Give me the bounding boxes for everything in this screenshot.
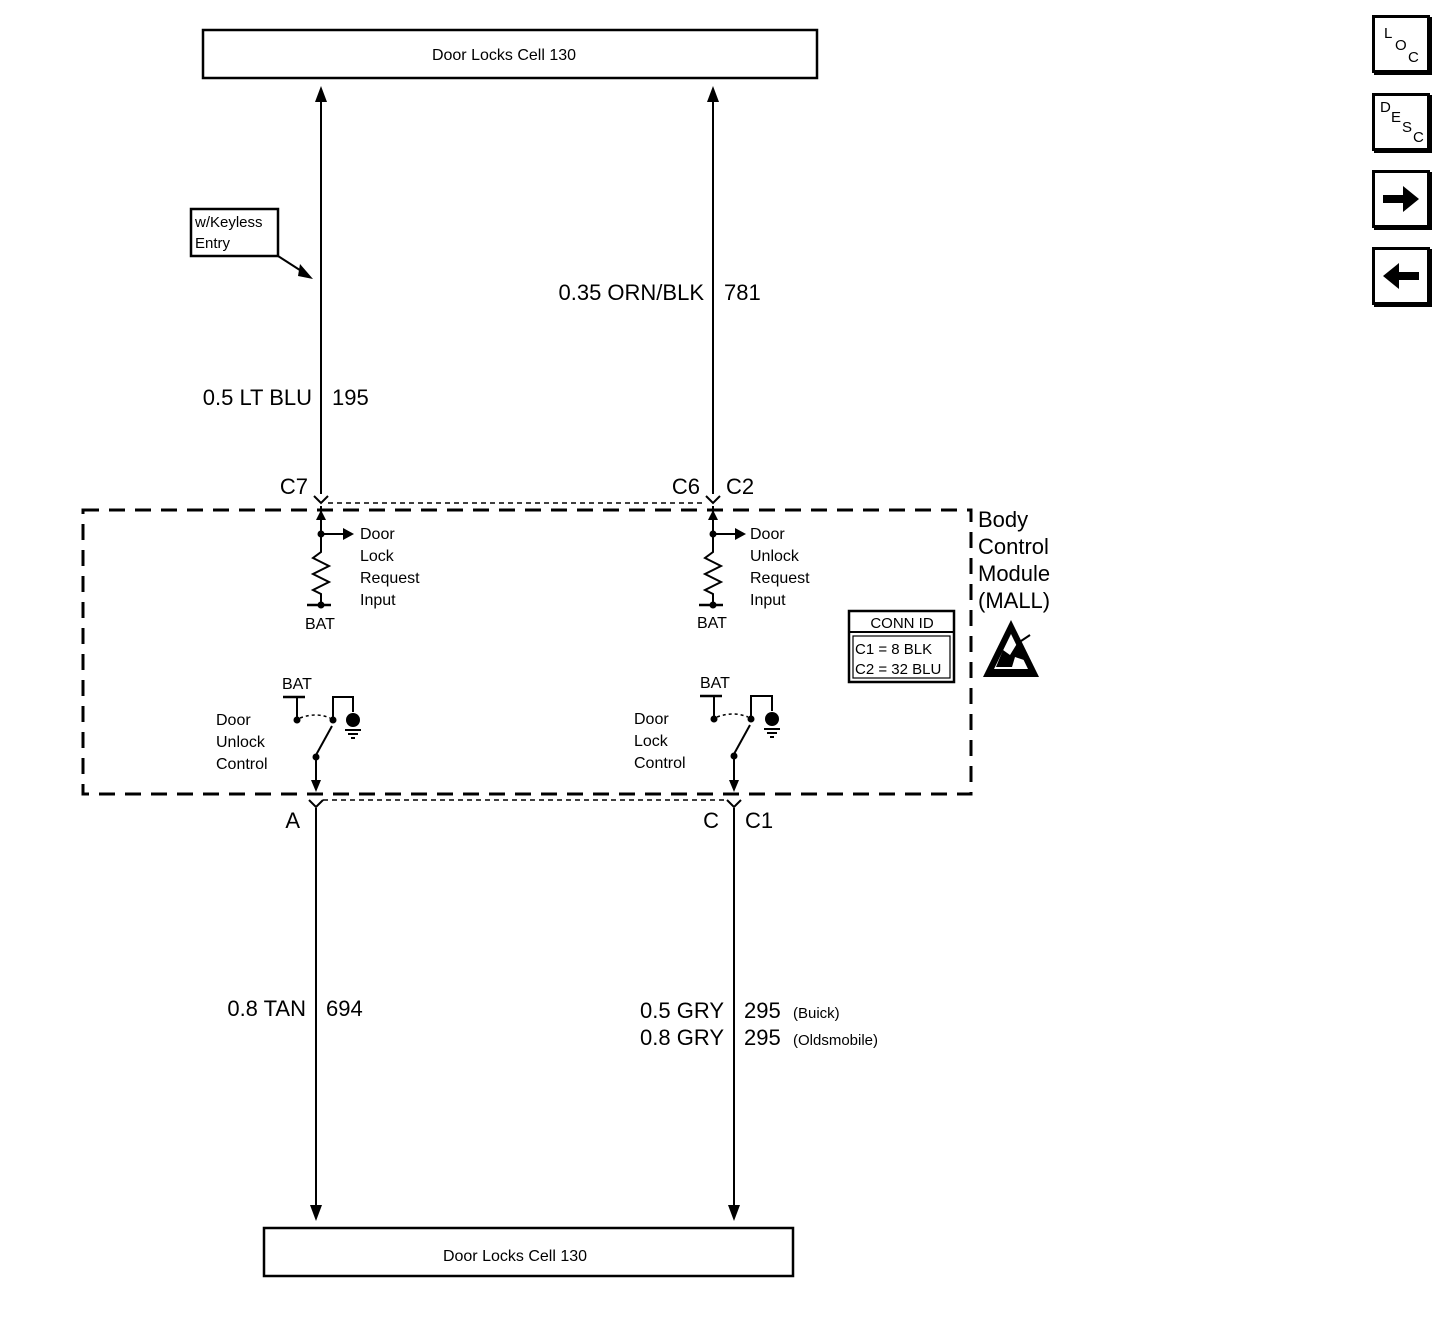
circuit-number: 694: [326, 996, 363, 1021]
circuit-number: 295: [744, 1025, 781, 1050]
unlock-control-label-1: Door: [216, 712, 251, 729]
gauge-color-label: 0.5 LT BLU: [203, 385, 312, 410]
loc-letter-c: C: [1408, 49, 1419, 66]
keyless-entry-note: w/Keyless Entry: [189, 207, 313, 279]
loc-letter-l: L: [1384, 25, 1393, 42]
lock-request-input: BAT Door Lock Request Input: [305, 506, 420, 633]
lock-input-label-2: Lock: [360, 548, 395, 565]
description-button[interactable]: D E S C: [1372, 93, 1430, 151]
unlock-control-label-3: Control: [216, 756, 268, 773]
wire-label-781: 0.35 ORN/BLK 781: [558, 280, 760, 305]
unlock-input-label-3: Request: [750, 570, 810, 587]
unlock-control-label-2: Unlock: [216, 734, 266, 751]
arrow-right-icon: [1383, 186, 1419, 212]
desc-letter-e: E: [1391, 109, 1402, 126]
door-unlock-control-switch: BAT Door Unlock Control: [216, 676, 361, 792]
arrow-left-icon: [1383, 263, 1419, 289]
lock-control-label-2: Lock: [634, 733, 669, 750]
arrow-up-icon: [707, 86, 719, 102]
pin-c1: C1: [745, 808, 773, 833]
wire-label-295-oldsmobile: 0.8 GRY 295 (Oldsmobile): [640, 1025, 878, 1050]
arrow-down-icon: [310, 1205, 322, 1221]
wire-781: [707, 86, 719, 494]
next-button[interactable]: [1372, 170, 1430, 228]
pointer-arrow-icon: [298, 264, 313, 279]
gauge-color-label: 0.5 GRY: [640, 998, 724, 1023]
module-boundary: [81, 508, 973, 796]
esd-warning-icon: [983, 620, 1039, 677]
footer-box[interactable]: Door Locks Cell 130: [262, 1226, 795, 1278]
unlock-input-label-1: Door: [750, 526, 785, 543]
wire-694: [310, 808, 322, 1221]
wire-295: [728, 808, 740, 1221]
conn-id-table: CONN ID C1 = 8 BLK C2 = 32 BLU: [847, 609, 956, 684]
module-label-line2: Control: [978, 534, 1049, 559]
arrow-down-icon: [728, 1205, 740, 1221]
wire-195: [315, 86, 327, 494]
loc-letter-o: O: [1395, 37, 1407, 54]
variant-note: (Oldsmobile): [793, 1032, 878, 1049]
module-label-line1: Body: [978, 507, 1028, 532]
conn-id-row1: C1 = 8 BLK: [855, 641, 932, 658]
previous-button[interactable]: [1372, 247, 1430, 305]
desc-letter-c: C: [1413, 129, 1424, 146]
resistor-icon: [702, 540, 724, 604]
lock-input-label-3: Request: [360, 570, 420, 587]
pin-a: A: [285, 808, 300, 833]
module-label-line3: Module: [978, 561, 1050, 586]
desc-letter-d: D: [1380, 99, 1391, 116]
desc-letter-s: S: [1402, 119, 1413, 136]
circuit-number: 781: [724, 280, 761, 305]
unlock-request-input: BAT Door Unlock Request Input: [697, 506, 810, 632]
pin-c: C: [703, 808, 719, 833]
module-label: Body Control Module (MALL): [978, 507, 1050, 613]
conn-id-row2: C2 = 32 BLU: [855, 661, 941, 678]
conn-id-title: CONN ID: [870, 615, 934, 632]
pin-c6: C6: [672, 474, 700, 499]
wire-label-694: 0.8 TAN 694: [227, 996, 362, 1021]
lock-input-label-4: Input: [360, 592, 396, 609]
variant-note: (Buick): [793, 1005, 840, 1022]
lock-input-label-1: Door: [360, 526, 395, 543]
header-box-label: Door Locks Cell 130: [432, 47, 576, 64]
gauge-color-label: 0.35 ORN/BLK: [558, 280, 704, 305]
pin-c7: C7: [280, 474, 308, 499]
circuit-number: 195: [332, 385, 369, 410]
lock-control-label-3: Control: [634, 755, 686, 772]
bat-label: BAT: [305, 616, 335, 633]
bat-label: BAT: [697, 615, 727, 632]
unlock-input-label-4: Input: [750, 592, 786, 609]
lock-control-label-1: Door: [634, 711, 669, 728]
keyless-note-line1: w/Keyless: [194, 214, 263, 231]
wire-label-195: 0.5 LT BLU 195: [203, 385, 369, 410]
location-button[interactable]: L O C: [1372, 15, 1430, 73]
wire-label-295-buick: 0.5 GRY 295 (Buick): [640, 998, 840, 1023]
door-lock-control-switch: BAT Door Lock Control: [634, 675, 780, 792]
header-box[interactable]: Door Locks Cell 130: [201, 28, 819, 80]
pin-c2: C2: [726, 474, 754, 499]
module-label-line4: (MALL): [978, 588, 1050, 613]
resistor-icon: [310, 540, 332, 604]
arrow-up-icon: [315, 86, 327, 102]
keyless-note-line2: Entry: [195, 235, 231, 252]
gauge-color-label: 0.8 TAN: [227, 996, 306, 1021]
footer-box-label: Door Locks Cell 130: [443, 1248, 587, 1265]
unlock-input-label-2: Unlock: [750, 548, 800, 565]
bat-label: BAT: [700, 675, 730, 692]
bat-label: BAT: [282, 676, 312, 693]
circuit-number: 295: [744, 998, 781, 1023]
gauge-color-label: 0.8 GRY: [640, 1025, 724, 1050]
